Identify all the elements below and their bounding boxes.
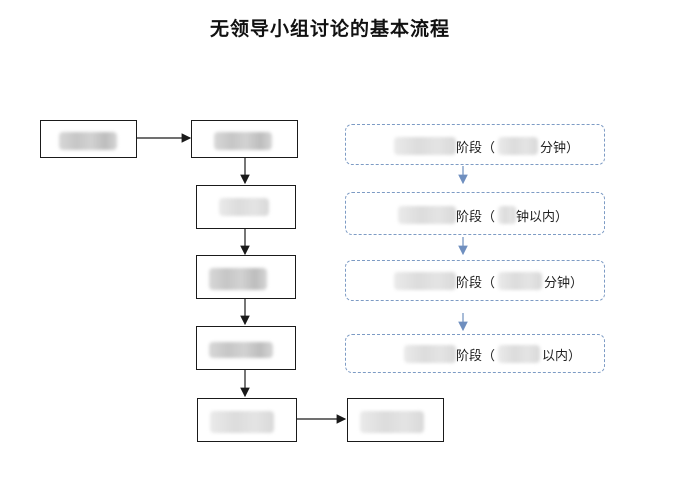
diagram-title: 无领导小组讨论的基本流程 — [209, 18, 450, 40]
flow-box-7 — [347, 398, 444, 442]
flow-box-3 — [196, 185, 296, 229]
flow-box-1 — [40, 120, 137, 158]
stage-3-label: 阶段（ — [456, 276, 496, 291]
stage-2-label: 阶段（ — [456, 210, 496, 225]
stage-3-duration: 分钟） — [544, 276, 584, 291]
stage-box-2: 阶段（ 钟以内） — [345, 192, 605, 235]
stage-box-4: 阶段（ 以内） — [345, 334, 605, 373]
stage-1-label: 阶段（ — [456, 141, 496, 156]
stage-4-label: 阶段（ — [456, 349, 496, 364]
stage-box-1: 阶段（ 分钟） — [345, 124, 605, 165]
stage-box-3: 阶段（ 分钟） — [345, 260, 605, 301]
flow-box-6 — [197, 398, 297, 442]
stage-1-duration: 分钟） — [540, 141, 580, 156]
flow-box-5 — [196, 326, 296, 370]
stage-4-duration: 以内） — [542, 349, 582, 364]
flow-box-4 — [196, 255, 296, 299]
stage-2-duration: 钟以内） — [516, 210, 569, 225]
flow-box-2 — [191, 120, 298, 158]
